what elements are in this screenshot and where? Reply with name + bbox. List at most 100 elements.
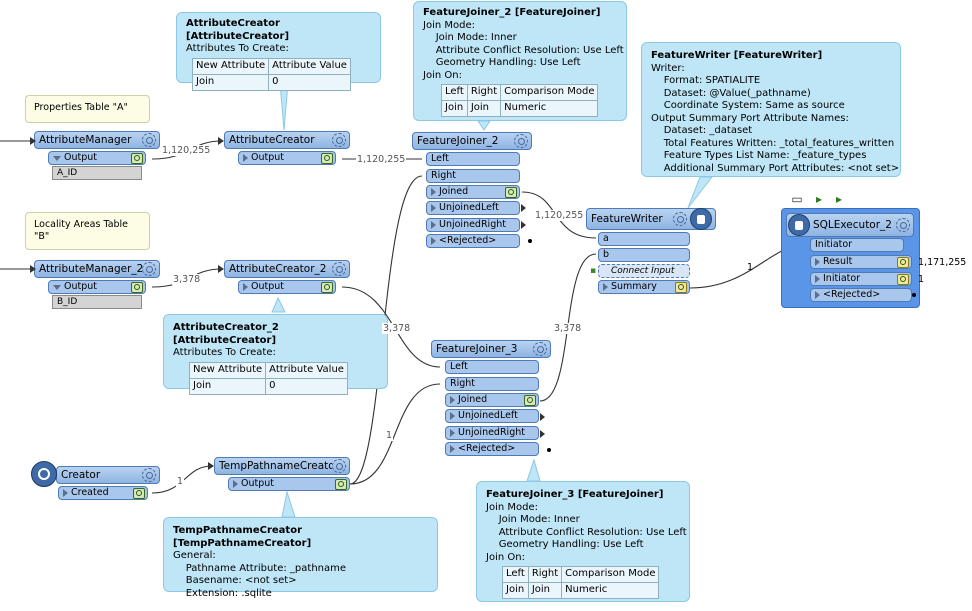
transformer-header[interactable]: Creator (56, 466, 160, 484)
expand-icon[interactable] (431, 221, 436, 229)
output-port[interactable]: Output (238, 151, 336, 165)
output-port-unjoinedright[interactable]: UnjoinedRight (426, 218, 520, 232)
gear-icon[interactable] (142, 133, 156, 147)
output-port-joined[interactable]: Joined (445, 393, 539, 407)
transformer-header[interactable]: FeatureWriter (586, 208, 716, 230)
expand-icon[interactable] (815, 258, 820, 266)
output-port-rejected[interactable]: <Rejected> (426, 234, 520, 248)
expand-icon[interactable] (53, 155, 61, 161)
transformer-header[interactable]: AttributeCreator (224, 131, 350, 149)
input-port-initiator[interactable]: Initiator (810, 238, 904, 252)
inspect-icon[interactable] (897, 256, 909, 268)
output-port[interactable]: Output (238, 280, 336, 294)
gear-icon[interactable] (533, 342, 547, 356)
inspect-icon[interactable] (505, 186, 517, 198)
output-port-result[interactable]: Result (810, 255, 912, 269)
database-icon (690, 208, 712, 230)
inspect-icon[interactable] (131, 281, 143, 293)
expand-icon[interactable] (450, 396, 455, 404)
inspect-icon[interactable] (524, 394, 536, 406)
connect-input-port[interactable]: Connect Input (598, 264, 690, 278)
expand-icon[interactable] (63, 489, 68, 497)
gear-icon[interactable] (142, 262, 156, 276)
expand-icon[interactable] (53, 284, 61, 290)
inspect-icon[interactable] (133, 487, 145, 499)
annotation-line: Geometry Handling: Use Left (423, 57, 581, 68)
output-port-joined[interactable]: Joined (426, 185, 520, 199)
expand-icon[interactable] (233, 480, 238, 488)
run-to-here-icon[interactable]: ▸ (815, 192, 823, 206)
expand-icon[interactable] (815, 291, 820, 299)
gear-icon[interactable] (514, 134, 528, 148)
output-port-rejected[interactable]: <Rejected> (810, 288, 912, 302)
inspect-icon[interactable] (675, 281, 687, 293)
folder-icon[interactable]: ▭ (791, 192, 803, 206)
annotation-line: Coordinate System: Same as source (651, 100, 845, 111)
expand-icon[interactable] (431, 204, 436, 212)
port-label: <Rejected> (458, 443, 516, 454)
output-port-unjoinedleft[interactable]: UnjoinedLeft (426, 201, 520, 215)
gear-icon[interactable] (896, 218, 910, 232)
port-label: Left (431, 153, 449, 164)
annotation-featurejoiner2: FeatureJoiner_2 [FeatureJoiner] Join Mod… (413, 1, 627, 121)
port-label: Output (241, 478, 274, 489)
expand-icon[interactable] (603, 283, 608, 291)
table-header: Right (527, 566, 563, 583)
gear-icon[interactable] (332, 133, 346, 147)
annotation-line: Geometry Handling: Use Left (486, 539, 644, 550)
inspect-icon[interactable] (131, 152, 143, 164)
transformer-header[interactable]: FeatureJoiner_2 (412, 132, 532, 150)
expand-icon[interactable] (431, 237, 436, 245)
input-port-a[interactable]: a (598, 232, 690, 246)
output-port[interactable]: Output (48, 280, 146, 294)
output-port-unjoinedright[interactable]: UnjoinedRight (445, 426, 539, 440)
output-port-initiator[interactable]: Initiator (810, 272, 912, 286)
transformer-header[interactable]: AttributeCreator_2 (224, 260, 350, 278)
table-cell: Join (441, 100, 468, 117)
gear-icon[interactable] (673, 212, 687, 226)
inspect-icon[interactable] (335, 478, 347, 490)
transformer-header[interactable]: AttributeManager_2 (34, 260, 160, 278)
inspect-icon[interactable] (321, 281, 333, 293)
gear-icon[interactable] (332, 262, 346, 276)
expand-icon[interactable] (243, 283, 248, 291)
port-label: Joined (458, 394, 488, 405)
output-port-summary[interactable]: Summary (598, 280, 690, 294)
annotation-line: Join Mode: Inner (423, 32, 517, 43)
port-label: Created (71, 487, 109, 498)
expand-icon[interactable] (450, 429, 455, 437)
output-port[interactable]: Output (228, 477, 350, 491)
output-port-created[interactable]: Created (58, 486, 148, 500)
expand-icon[interactable] (243, 154, 248, 162)
transformer-header[interactable]: TempPathnameCreator (214, 457, 350, 475)
input-port-right[interactable]: Right (426, 169, 520, 183)
port-arrow-icon (540, 430, 545, 438)
output-port-rejected[interactable]: <Rejected> (445, 442, 539, 456)
input-port-right[interactable]: Right (445, 377, 539, 391)
inspect-icon[interactable] (321, 152, 333, 164)
feature-count: 1 (747, 262, 754, 273)
expand-icon[interactable] (450, 445, 455, 453)
port-label: UnjoinedRight (439, 219, 506, 230)
table-header: New Attribute (191, 57, 270, 75)
output-port[interactable]: Output (48, 151, 146, 165)
input-port-b[interactable]: b (598, 248, 690, 262)
inspect-icon[interactable] (897, 273, 909, 285)
input-port-left[interactable]: Left (426, 152, 520, 166)
expand-icon[interactable] (450, 412, 455, 420)
annotation-temppathnamecreator: TempPathnameCreator [TempPathnameCreator… (163, 517, 438, 599)
note-properties-table[interactable]: Properties Table "A" (25, 95, 150, 123)
input-port-left[interactable]: Left (445, 360, 539, 374)
gear-icon[interactable] (332, 459, 346, 473)
transformer-header[interactable]: AttributeManager (34, 131, 160, 149)
transformer-header[interactable]: FeatureJoiner_3 (431, 340, 551, 358)
note-locality-areas-table[interactable]: Locality Areas Table "B" (25, 212, 150, 250)
transformer-header[interactable]: SQLExecutor_2 (786, 213, 914, 237)
gear-icon[interactable] (142, 468, 156, 482)
run-from-here-icon[interactable]: ▸ (835, 192, 843, 206)
expand-icon[interactable] (431, 188, 436, 196)
port-arrow-icon (521, 221, 526, 229)
expand-icon[interactable] (815, 275, 820, 283)
output-port-unjoinedleft[interactable]: UnjoinedLeft (445, 409, 539, 423)
